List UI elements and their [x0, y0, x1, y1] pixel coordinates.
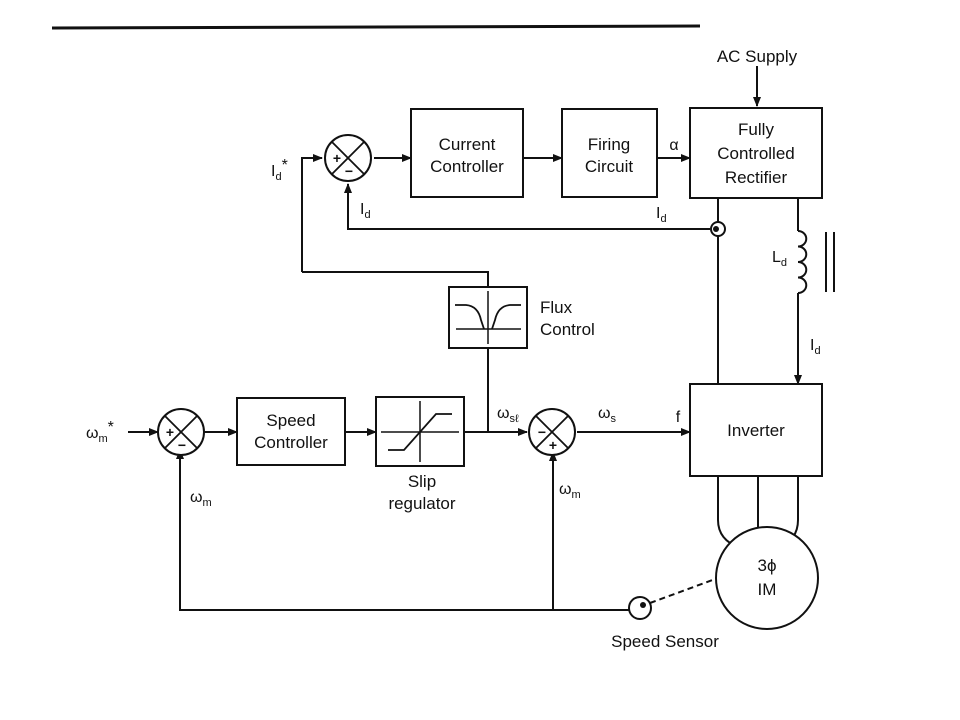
speed-controller-label-1: Speed: [266, 411, 315, 430]
flux-control-curve: [455, 291, 521, 344]
speed-sensor-label: Speed Sensor: [611, 632, 719, 651]
id-ref-label: Id*: [271, 157, 288, 183]
ac-supply-label: AC Supply: [717, 47, 798, 66]
slip-regulator-label-1: Slip: [408, 472, 436, 491]
id-feedback-label: Id: [360, 201, 371, 221]
rectifier-label-1: Fully: [738, 120, 774, 139]
motor-label-1: 3ϕ: [758, 556, 777, 575]
speed-sensor-icon: [628, 596, 652, 620]
svg-text:−: −: [538, 424, 546, 440]
rectifier-label-2: Controlled: [717, 144, 795, 163]
frequency-label: f: [676, 409, 681, 426]
motor-label-2: IM: [758, 580, 777, 599]
svg-text:−: −: [345, 163, 353, 179]
svg-text:−: −: [178, 437, 186, 453]
sensor-coupling: [649, 577, 719, 604]
current-controller-label-1: Current: [439, 135, 496, 154]
summer-speed: + −: [157, 408, 205, 456]
id-feedback-wire: [344, 183, 710, 230]
wm-feedback-label-1: ωm: [190, 489, 212, 509]
inverter-block: [689, 383, 823, 477]
header-rule: [51, 24, 701, 30]
wm-feedback-label-2: ωm: [559, 481, 581, 501]
wm-ref-label: ωm*: [86, 419, 114, 445]
slip-regulator-label-2: regulator: [388, 494, 455, 513]
inductor-label: Ld: [772, 249, 787, 269]
inverter-label: Inverter: [727, 421, 785, 440]
current-controller-block: [410, 108, 524, 198]
speed-feedback-wire: [176, 449, 630, 611]
svg-text:+: +: [549, 437, 557, 453]
speed-controller-label-2: Controller: [254, 433, 328, 452]
speed-sensor-dot: [640, 602, 646, 608]
flux-control-label-2: Control: [540, 320, 595, 339]
inductor-coil: [797, 230, 835, 294]
svg-text:+: +: [333, 150, 341, 166]
current-sensor-dot: [713, 226, 719, 232]
firing-circuit-label-1: Firing: [588, 135, 631, 154]
wsl-label: ωsℓ: [497, 405, 519, 425]
id-top-label: Id: [656, 205, 667, 225]
flux-control-label-1: Flux: [540, 298, 573, 317]
rectifier-block: [689, 107, 823, 199]
id-ref-wire: [301, 154, 323, 272]
speed-controller-block: [236, 397, 346, 466]
firing-circuit-block: [561, 108, 658, 198]
id-dc-label: Id: [810, 337, 821, 357]
slip-regulator-curve: [381, 401, 459, 462]
alpha-label: α: [669, 137, 678, 154]
ws-label: ωs: [598, 405, 617, 425]
summer-current: + −: [324, 134, 372, 182]
flux-to-idref-wire: [302, 271, 489, 287]
current-controller-label-2: Controller: [430, 157, 504, 176]
rectifier-label-3: Rectifier: [725, 168, 788, 187]
summer-slip: − +: [528, 408, 576, 456]
firing-circuit-label-2: Circuit: [585, 157, 633, 176]
svg-text:+: +: [166, 424, 174, 440]
motor-circle: [715, 526, 819, 630]
